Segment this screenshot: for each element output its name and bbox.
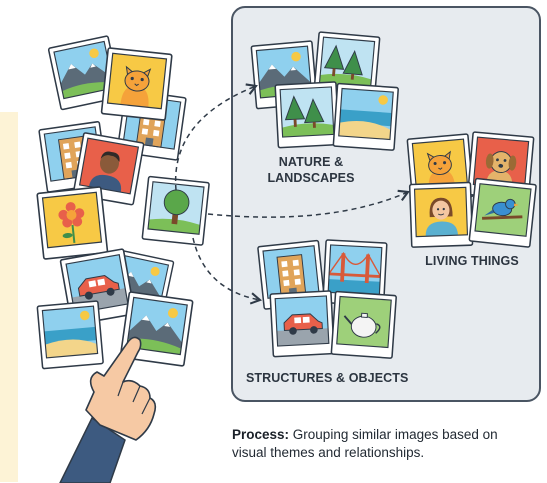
arrow-to-living (207, 189, 410, 218)
arrow-to-nature (174, 83, 258, 191)
nature-label-line2: LANDSCAPES (267, 171, 355, 185)
nature-label-line1: NATURE & (278, 155, 344, 169)
pointing-hand-icon (59, 336, 157, 483)
photo-beach (36, 300, 104, 370)
process-caption: Process: Grouping similar images based o… (232, 426, 532, 462)
scattered-photos (36, 35, 210, 370)
photo-mountain (47, 35, 122, 111)
structures-objects-label: STRUCTURES & OBJECTS (246, 371, 409, 385)
nature-landscapes-label: NATURE & LANDSCAPES (252, 154, 370, 186)
caption-text: Grouping similar images based on visual … (232, 427, 498, 460)
photo-tree (141, 175, 210, 246)
grouped-photos (250, 31, 537, 359)
nature-photo-beach (332, 82, 399, 151)
left-margin-strip (0, 112, 18, 482)
arrow-to-structures (192, 237, 263, 305)
structures-photo-teapot (330, 290, 397, 359)
living-things-label: LIVING THINGS (425, 254, 519, 268)
nature-photo-trees (274, 81, 340, 149)
photo-flower (36, 186, 109, 260)
living-photo-bird (468, 177, 537, 248)
photo-man (72, 132, 145, 206)
living-photo-person (408, 181, 474, 248)
caption-bold-prefix: Process: (232, 427, 290, 442)
photo-cat (100, 47, 173, 121)
structures-photo-car (269, 290, 335, 358)
